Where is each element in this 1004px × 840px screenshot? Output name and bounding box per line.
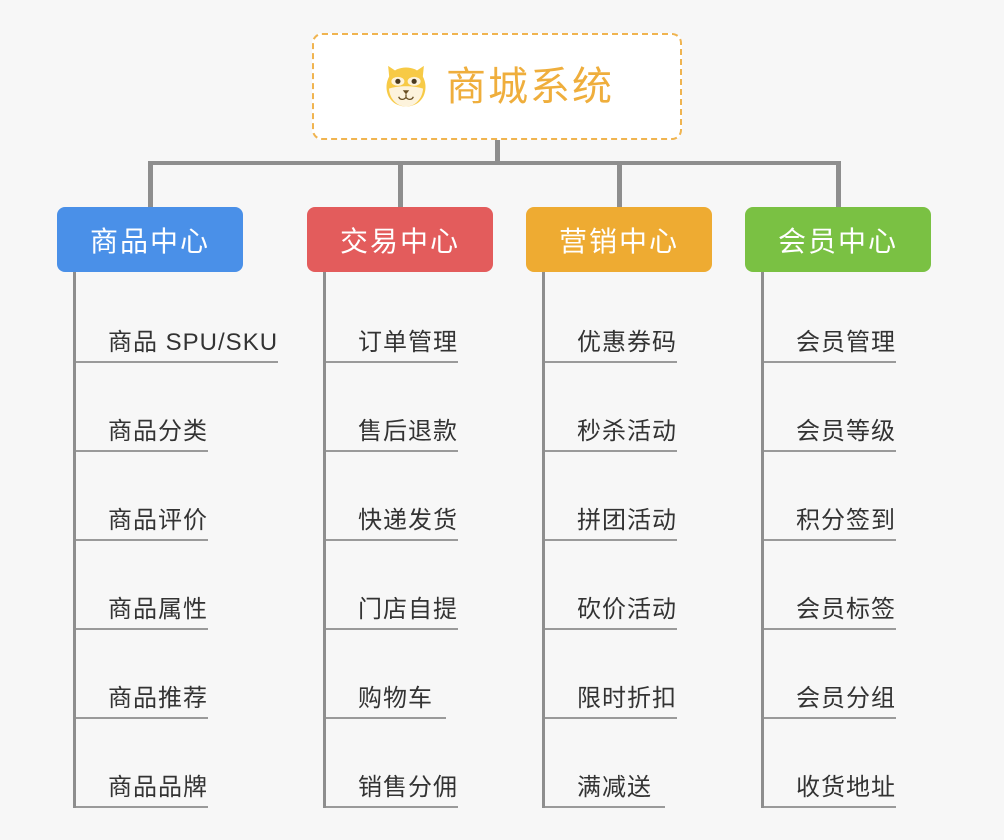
leaf-item[interactable]: 秒杀活动	[545, 363, 677, 452]
leaf-item[interactable]: 商品评价	[76, 452, 208, 541]
leaf-item[interactable]: 销售分佣	[326, 719, 458, 808]
leaf-label: 会员分组	[796, 684, 896, 712]
leaf-item[interactable]: 砍价活动	[545, 541, 677, 630]
connector-drop-2	[398, 161, 403, 207]
leaf-label: 积分签到	[796, 506, 896, 534]
branch-trade-center: 交易中心 订单管理 售后退款 快递发货 门店自提 购物车 销售分佣	[307, 207, 493, 808]
leaf-item[interactable]: 会员分组	[764, 630, 896, 719]
branch-marketing-center: 营销中心 优惠券码 秒杀活动 拼团活动 砍价活动 限时折扣 满减送	[526, 207, 712, 808]
leaf-label: 限时折扣	[577, 684, 677, 712]
leaf-label: 售后退款	[358, 417, 458, 445]
leaf-label: 订单管理	[358, 328, 458, 356]
leaf-label: 门店自提	[358, 595, 458, 623]
leaf-label: 购物车	[358, 684, 433, 712]
connector-drop-1	[148, 161, 153, 207]
leaf-item[interactable]: 门店自提	[326, 541, 458, 630]
leaf-item[interactable]: 收货地址	[764, 719, 896, 808]
category-header-product-center[interactable]: 商品中心	[57, 207, 243, 272]
leaf-label: 收货地址	[796, 773, 896, 801]
leaf-item[interactable]: 商品属性	[76, 541, 208, 630]
leaf-item[interactable]: 商品品牌	[76, 719, 208, 808]
category-label: 会员中心	[777, 225, 898, 257]
category-label: 交易中心	[339, 225, 460, 257]
shiba-dog-face-icon	[386, 65, 426, 106]
leaf-label: 会员等级	[796, 417, 896, 445]
leaf-label: 优惠券码	[577, 328, 677, 356]
leaf-label: 砍价活动	[577, 595, 677, 623]
connector-drop-3	[617, 161, 622, 207]
leaf-label: 拼团活动	[577, 506, 677, 534]
connector-bus	[150, 161, 840, 165]
leaf-label: 会员管理	[796, 328, 896, 356]
leaf-item[interactable]: 订单管理	[326, 274, 458, 363]
leaf-item[interactable]: 购物车	[326, 630, 446, 719]
branch-product-center: 商品中心 商品 SPU/SKU 商品分类 商品评价 商品属性 商品推荐 商品品牌	[57, 207, 279, 808]
leaf-item[interactable]: 售后退款	[326, 363, 458, 452]
leaf-label: 商品品牌	[108, 773, 208, 801]
connector-drop-4	[836, 161, 841, 207]
leaf-item[interactable]: 积分签到	[764, 452, 896, 541]
branch-member-center: 会员中心 会员管理 会员等级 积分签到 会员标签 会员分组 收货地址	[745, 207, 931, 808]
leaf-item[interactable]: 商品 SPU/SKU	[76, 274, 279, 363]
leaf-label: 快递发货	[358, 506, 458, 534]
category-header-member-center[interactable]: 会员中心	[745, 207, 931, 272]
leaf-label: 商品推荐	[108, 684, 208, 712]
leaf-list-member-center: 会员管理 会员等级 积分签到 会员标签 会员分组 收货地址	[761, 272, 931, 808]
leaf-item[interactable]: 会员标签	[764, 541, 896, 630]
leaf-item[interactable]: 优惠券码	[545, 274, 677, 363]
leaf-item[interactable]: 商品推荐	[76, 630, 208, 719]
category-label: 商品中心	[89, 225, 210, 257]
root-node[interactable]: 商城系统	[312, 33, 682, 140]
leaf-item[interactable]: 商品分类	[76, 363, 208, 452]
category-header-trade-center[interactable]: 交易中心	[307, 207, 493, 272]
category-label: 营销中心	[558, 225, 679, 257]
leaf-list-marketing-center: 优惠券码 秒杀活动 拼团活动 砍价活动 限时折扣 满减送	[542, 272, 712, 808]
leaf-label: 商品评价	[108, 506, 208, 534]
leaf-item[interactable]: 快递发货	[326, 452, 458, 541]
leaf-label: 秒杀活动	[577, 417, 677, 445]
leaf-label: 销售分佣	[358, 773, 458, 801]
leaf-list-product-center: 商品 SPU/SKU 商品分类 商品评价 商品属性 商品推荐 商品品牌	[73, 272, 279, 808]
root-title: 商城系统	[446, 64, 614, 109]
leaf-label: 商品分类	[108, 417, 208, 445]
leaf-item[interactable]: 会员等级	[764, 363, 896, 452]
leaf-item[interactable]: 限时折扣	[545, 630, 677, 719]
leaf-item[interactable]: 拼团活动	[545, 452, 677, 541]
leaf-item[interactable]: 会员管理	[764, 274, 896, 363]
connector-trunk	[495, 140, 500, 165]
category-header-marketing-center[interactable]: 营销中心	[526, 207, 712, 272]
leaf-item[interactable]: 满减送	[545, 719, 665, 808]
leaf-label: 会员标签	[796, 595, 896, 623]
leaf-label: 商品属性	[108, 595, 208, 623]
leaf-label: 满减送	[577, 773, 652, 801]
leaf-label: 商品 SPU/SKU	[108, 328, 279, 356]
leaf-list-trade-center: 订单管理 售后退款 快递发货 门店自提 购物车 销售分佣	[323, 272, 493, 808]
